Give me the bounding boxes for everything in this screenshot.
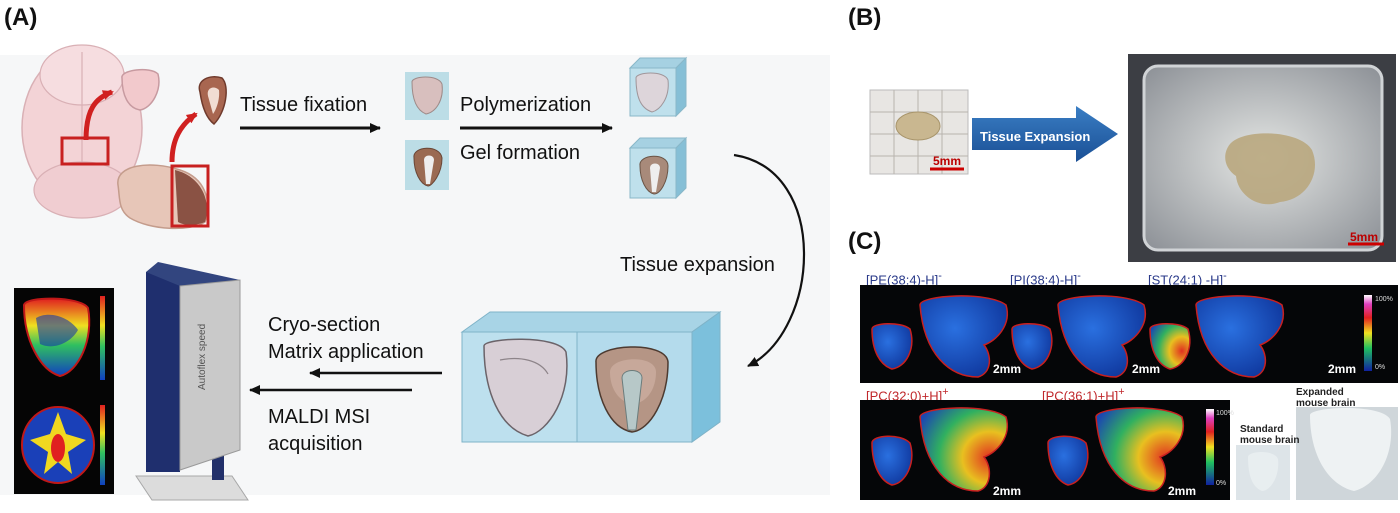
colorbar-top: [1364, 295, 1372, 371]
scale-bar-5: 2mm: [1168, 484, 1197, 498]
instrument-label: Autoflex speed: [197, 324, 208, 390]
step-maldi-msi: MALDI MSI: [268, 406, 371, 428]
colorbar-top-max: 100%: [1375, 296, 1393, 303]
tissue-expansion-arrow: [972, 106, 1118, 162]
red-arrow-1: [83, 89, 114, 141]
panel-c-msi-images: [860, 285, 1398, 500]
expansion-arrow: [733, 153, 806, 367]
lipid-label-pi: [PI(38:4)-H]-: [1010, 270, 1081, 288]
colorbar-bottom: [1206, 409, 1214, 485]
expanded-brain-label: Expanded mouse brain: [1296, 387, 1356, 409]
panel-c-label: (C): [848, 228, 882, 255]
step-matrix-application: Matrix application: [268, 341, 424, 363]
colorbar-bottom-max: 100%: [1216, 410, 1234, 417]
fixed-tissue-squares: [405, 72, 449, 190]
lipid-label-st: [ST(24:1) -H]-: [1148, 270, 1227, 288]
panel-b-images: [869, 54, 1396, 262]
lipid-label-pc361: [PC(36:1)+H]+: [1042, 386, 1125, 404]
scale-bar-2: 2mm: [1132, 362, 1161, 376]
panel-a-label: (A): [4, 4, 38, 31]
maldi-instrument-illustration: Autoflex speed: [135, 262, 249, 501]
scale-large-label: 5mm: [1350, 230, 1379, 244]
colorbar-top-min: 0%: [1375, 364, 1386, 371]
scale-small-label: 5mm: [933, 154, 962, 168]
colorbar-bottom-min: 0%: [1216, 480, 1227, 487]
lipid-label-pe: [PE(38:4)-H]-: [866, 270, 942, 288]
expanded-gel-blocks: [460, 311, 722, 443]
step-gel-formation: Gel formation: [460, 142, 581, 164]
sagittal-brain-illustration: [117, 164, 210, 230]
panel-b-label: (B): [848, 4, 882, 31]
step-acquisition: acquisition: [268, 433, 363, 455]
step-tissue-fixation: Tissue fixation: [240, 94, 368, 116]
scale-bar-1: 2mm: [993, 362, 1022, 376]
step-polymerization: Polymerization: [460, 94, 592, 116]
panel-a-diagram: Autoflex speed: [14, 44, 806, 501]
step-cryo-section: Cryo-section: [268, 314, 381, 336]
coronal-slice-illustration: [121, 68, 160, 111]
tissue-expansion-arrow-label: Tissue Expansion: [980, 129, 1091, 144]
gel-cubes: [628, 56, 688, 200]
msi-result-images: [14, 288, 114, 494]
scale-bar-3: 2mm: [1328, 362, 1357, 376]
lipid-label-pc320: [PC(32:0)+H]+: [866, 386, 949, 404]
scale-bar-4: 2mm: [993, 484, 1022, 498]
step-tissue-expansion: Tissue expansion: [620, 254, 775, 276]
red-arrow-2: [169, 111, 198, 163]
standard-brain-label: Standard mouse brain: [1240, 424, 1300, 446]
